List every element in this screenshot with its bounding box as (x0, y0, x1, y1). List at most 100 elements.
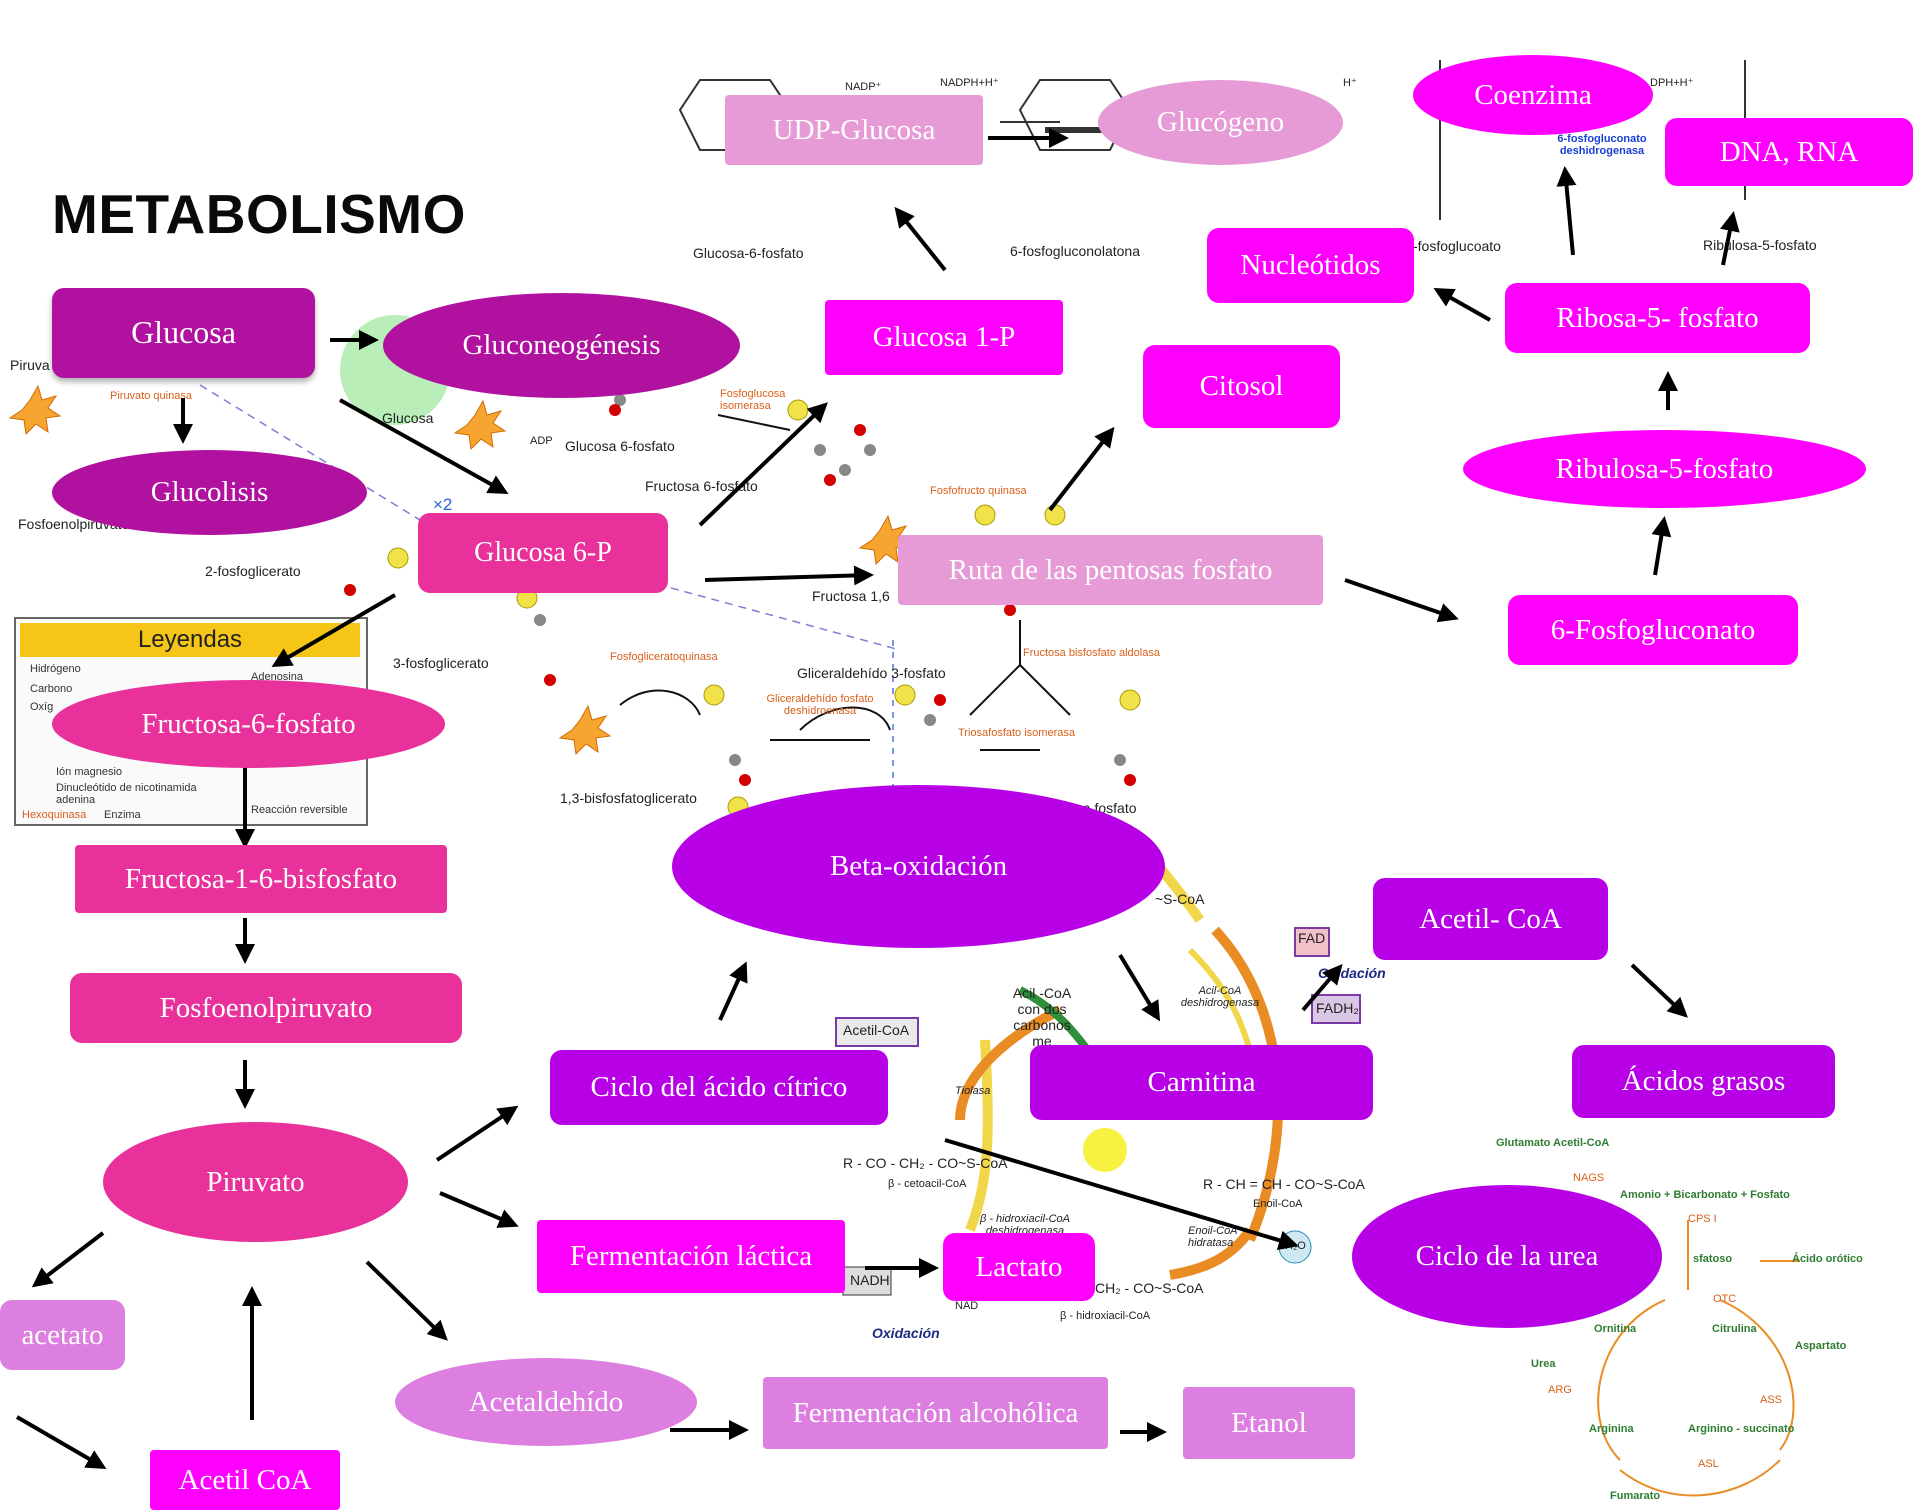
node-fosfoenolpiruvato[interactable]: Fosfoenolpiruvato (70, 973, 462, 1043)
node-ciclo-urea[interactable]: Ciclo de la urea (1352, 1185, 1662, 1328)
legend-magnesio: Ión magnesio (56, 766, 123, 778)
node-ciclo-acido-citrico[interactable]: Ciclo del ácido cítrico (550, 1050, 888, 1125)
label-otc: OTC (1713, 1293, 1737, 1305)
arrow-acetato-acetilcoa (15, 1415, 107, 1470)
node-nucleotidos[interactable]: Nucleótidos (1207, 228, 1414, 303)
label-nags: NAGS (1573, 1172, 1605, 1184)
label-glutamato-acetil: Glutamato Acetil-CoA (1496, 1137, 1610, 1149)
label-arg: ARG (1548, 1384, 1572, 1396)
label-glucosa-6-fosfato: Glucosa-6-fosfato (693, 245, 804, 261)
node-gluconeogenesis[interactable]: Gluconeogénesis (383, 293, 740, 398)
label-fadh2: FADH₂ (1316, 1000, 1359, 1016)
label-acetil-coa-box: Acetil-CoA (843, 1022, 910, 1038)
node-acetil-coa-bottom[interactable]: Acetil CoA (150, 1450, 340, 1510)
node-fermentacion-lactica[interactable]: Fermentación láctica (537, 1220, 845, 1293)
legend-hexoquinasa: Hexoquinasa (22, 809, 87, 821)
label-nadph: NADPH+H⁺ (940, 77, 999, 89)
label-ass: ASS (1760, 1394, 1783, 1406)
node-ruta-pentosas[interactable]: Ruta de las pentosas fosfato (898, 535, 1323, 605)
label-acido-orotico: Ácido orótico (1792, 1253, 1863, 1265)
label-enoil-hidratasa: Enoil-CoA hidratasa (1188, 1225, 1238, 1249)
legend-hidrogeno: Hidrógeno (30, 663, 81, 675)
node-glucolisis[interactable]: Glucolisis (52, 450, 367, 535)
arrow-glucosa6p-glucosa1p (698, 402, 828, 527)
label-h-plus: H⁺ (1343, 77, 1357, 89)
node-etanol[interactable]: Etanol (1183, 1387, 1355, 1459)
arrow-lactato-urea (944, 1138, 1299, 1250)
label-glucosa-small: Glucosa (382, 410, 434, 426)
label-x2: ×2 (433, 495, 453, 514)
node-fructosa-1-6-bisfosfato[interactable]: Fructosa-1-6-bisfosfato (75, 845, 447, 913)
arrow-beta-carnitina (1118, 953, 1161, 1022)
arrow-ribosa-coenzima (1556, 166, 1577, 256)
legend-carbono: Carbono (30, 683, 73, 695)
label-aspartato: Aspartato (1795, 1340, 1847, 1352)
arrow-fosfogluconato-ribulosa (1651, 516, 1672, 576)
label-scoa: ~S-CoA (1155, 891, 1205, 907)
label-piruva: Piruva (10, 357, 50, 373)
label-fosfofructo-quinasa: Fosfofructo quinasa (930, 485, 1027, 497)
label-cetoacil-name: β - cetoacil-CoA (888, 1178, 967, 1190)
node-udp-glucosa[interactable]: UDP-Glucosa (725, 95, 983, 165)
node-glucosa[interactable]: Glucosa (52, 288, 315, 378)
legend-title: Leyendas (20, 623, 360, 657)
page-title: METABOLISMO (52, 183, 466, 245)
label-nadp: NADP⁺ (845, 81, 882, 93)
label-fosfogluconato-deshidrogenasa: 6-fosfogluconato deshidrogenasa (1557, 133, 1647, 157)
label-arginino-succinato: Arginino - succinato (1688, 1423, 1795, 1435)
label-piruvato-quinasa: Piruvato quinasa (110, 390, 192, 402)
node-ribosa-5-fosfato[interactable]: Ribosa-5- fosfato (1505, 283, 1810, 353)
label-ornitina: Ornitina (1594, 1323, 1637, 1335)
node-acidos-grasos[interactable]: Ácidos grasos (1572, 1045, 1835, 1118)
label-hidroxiacil: CH₂ - CO~S-CoA (1095, 1280, 1204, 1296)
label-fructosa-6-fosfato-small: Fructosa 6-fosfato (645, 478, 758, 494)
label-amonio: Amonio + Bicarbonato + Fosfato (1620, 1189, 1790, 1201)
node-acetaldehido[interactable]: Acetaldehído (395, 1358, 697, 1446)
label-fumarato: Fumarato (1610, 1490, 1661, 1502)
label-dph: DPH+H⁺ (1650, 77, 1694, 89)
label-gliceraldehido-deshidrogenasa: Gliceraldehído fosfato deshidroenasa (766, 693, 874, 717)
arrow-acetilcoa-acidos (1630, 963, 1688, 1018)
label-fosfoglucoato: -fosfoglucoato (1413, 238, 1501, 254)
label-3-fosfoglicerato: 3-fosfoglicerato (393, 655, 489, 671)
node-piruvato[interactable]: Piruvato (103, 1122, 408, 1242)
node-dna-rna[interactable]: DNA, RNA (1665, 118, 1913, 186)
node-citosol[interactable]: Citosol (1143, 345, 1340, 428)
node-fructosa-6-fosfato[interactable]: Fructosa-6-fosfato (52, 680, 445, 768)
label-acil-coa-dos-carbonos: Acil -CoA con dos carbonos me (1012, 985, 1072, 1049)
node-glucosa-1p[interactable]: Glucosa 1-P (825, 300, 1063, 375)
legend-enzima: Enzima (104, 809, 141, 821)
node-glucogeno[interactable]: Glucógeno (1098, 80, 1343, 165)
arrow-ribosa-nucleotidos (1433, 288, 1491, 322)
node-glucosa-6p[interactable]: Glucosa 6-P (418, 513, 668, 593)
label-fad: FAD (1298, 930, 1326, 946)
label-fosfoglucosa-isomerasa: Fosfoglucosa isomerasa (720, 388, 786, 412)
arrow-glucosa1p-udp (894, 206, 947, 272)
node-beta-oxidacion[interactable]: Beta-oxidación (672, 785, 1165, 948)
label-enoil: R - CH = CH - CO~S-CoA (1203, 1176, 1365, 1192)
node-ribulosa-5-fosfato[interactable]: Ribulosa-5-fosfato (1463, 430, 1866, 508)
label-triosafosfato-isomerasa: Triosafosfato isomerasa (958, 727, 1075, 739)
node-carnitina[interactable]: Carnitina (1030, 1045, 1373, 1120)
arrow-glucosa6p-ruta (704, 565, 874, 586)
node-acetil-coa-right[interactable]: Acetil- CoA (1373, 878, 1608, 960)
legend-oxigeno: Oxíg (30, 701, 54, 713)
node-coenzima[interactable]: Coenzima (1413, 55, 1653, 135)
label-fosfogluconolatona: 6-fosfogluconolatona (1010, 243, 1140, 259)
arrow-ruta-citosol (1048, 426, 1115, 512)
label-acil-coa-deshidrogenasa: Acil-CoA deshidrogenasa (1180, 985, 1260, 1009)
arrow-piruvato-ciclo (435, 1105, 519, 1162)
node-fermentacion-alcoholica[interactable]: Fermentación alcohólica (763, 1377, 1108, 1449)
label-bisfosfoglicerato: 1,3-bisfosfatoglicerato (560, 790, 697, 806)
label-oxidacion-bottom: Oxidación (872, 1325, 940, 1341)
node-6-fosfogluconato[interactable]: 6-Fosfogluconato (1508, 595, 1798, 665)
label-tiolasa: Tiolasa (955, 1085, 991, 1097)
label-cps: CPS I (1688, 1213, 1717, 1225)
node-acetato[interactable]: acetato (0, 1300, 125, 1370)
label-ribulosa-struct: Ribulosa-5-fosfato (1703, 237, 1817, 253)
node-lactato[interactable]: Lactato (943, 1233, 1095, 1301)
arrow-carnitina-acetilcoa (1301, 963, 1343, 1012)
label-nadh: NADH (850, 1272, 890, 1288)
legend-nad: Dinucleótido de nicotinamida adenina (56, 782, 197, 806)
